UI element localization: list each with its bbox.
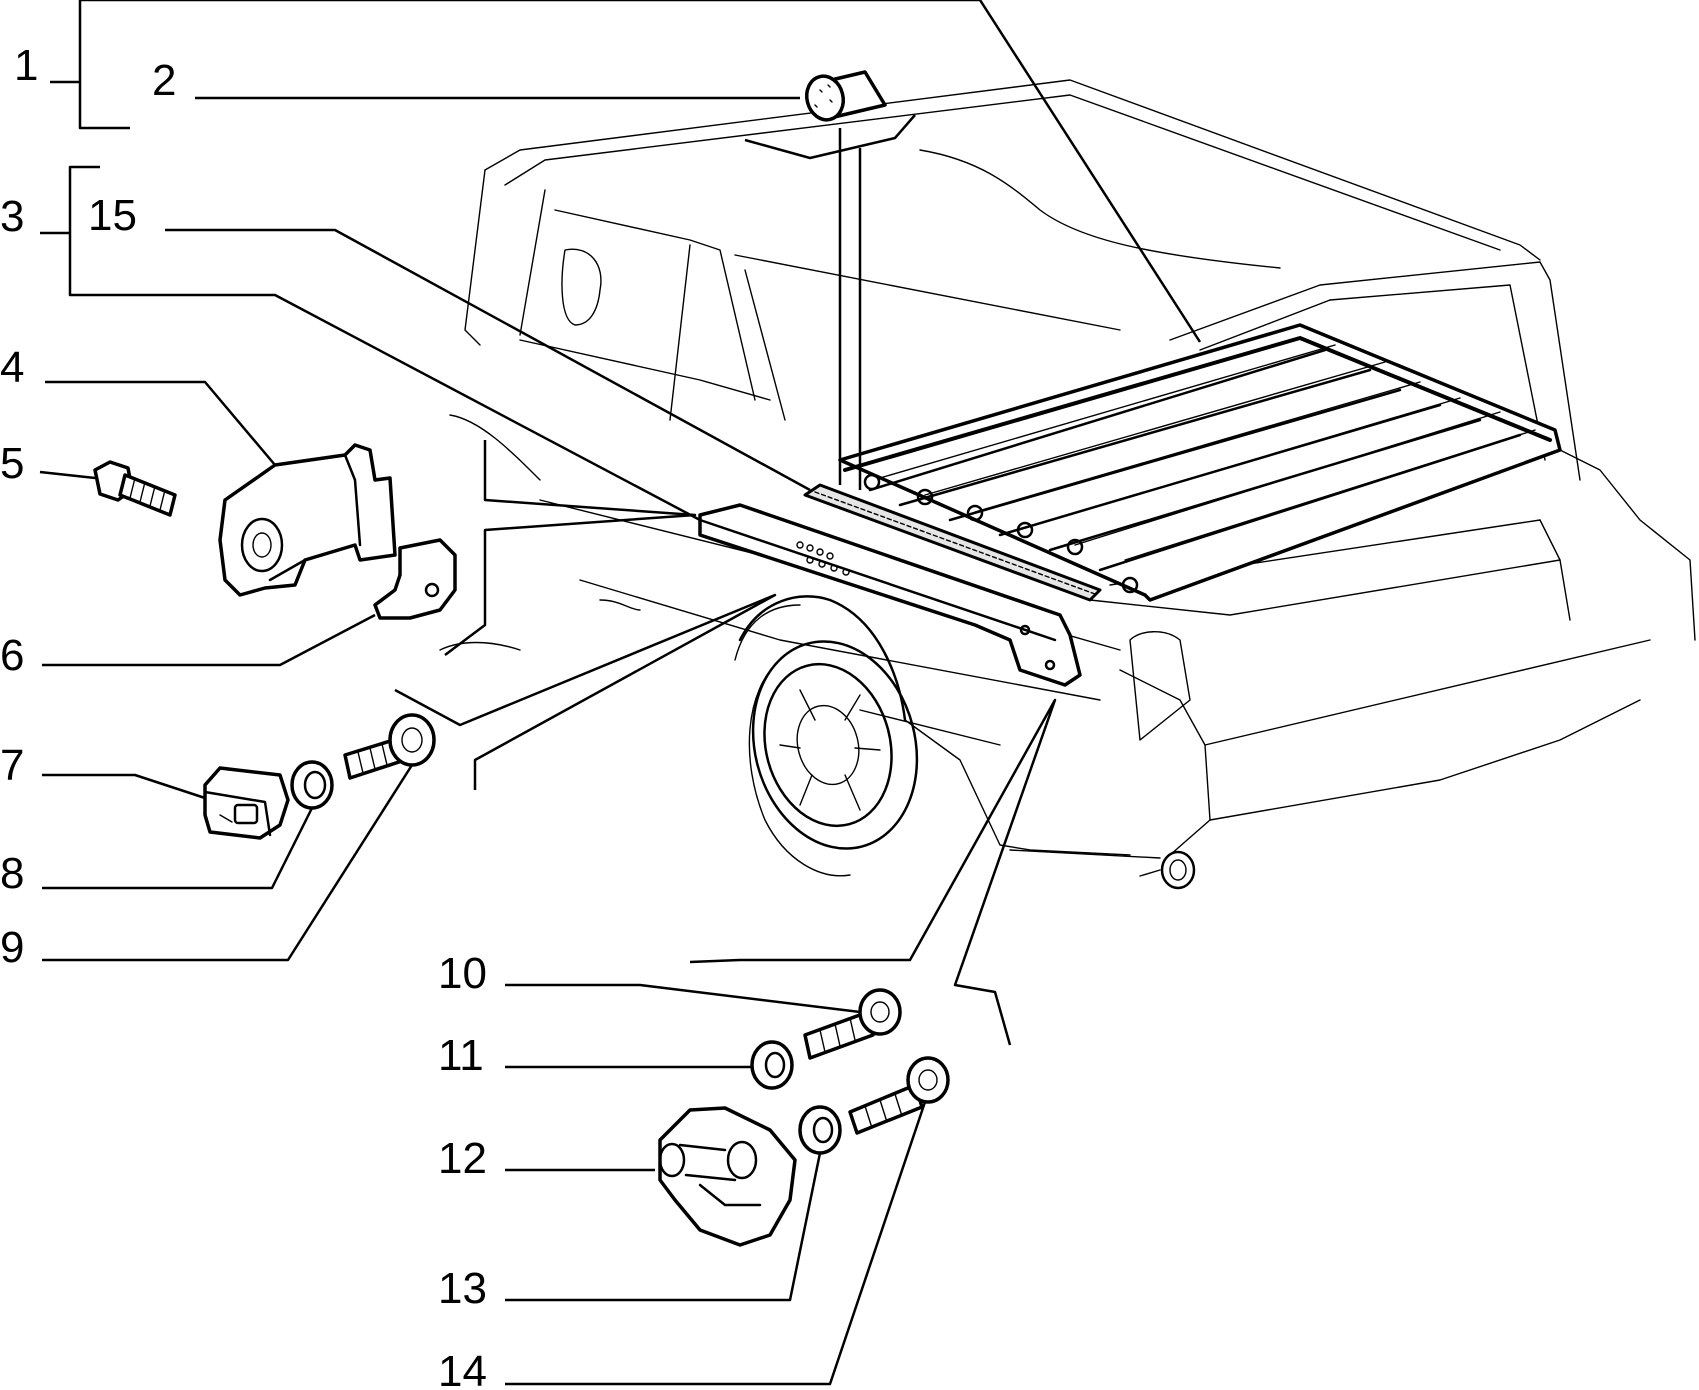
- callout-7: 7: [0, 741, 24, 790]
- shelf-support-bracket: [698, 503, 1082, 687]
- callout-8: 8: [0, 849, 24, 898]
- callout-1: 1: [14, 41, 38, 90]
- callout-labels: 1 2 3 15 4 5 6 7 8 9 10 11 12 13 14: [0, 41, 487, 1390]
- latch-block: [203, 766, 290, 840]
- callout-12: 12: [438, 1134, 487, 1183]
- callout-5: 5: [0, 439, 24, 488]
- striker-plate: [658, 1106, 797, 1247]
- luggage-cover-panel: [838, 323, 1562, 602]
- flat-washer-lower: [798, 1105, 842, 1155]
- callout-3: 3: [0, 192, 24, 241]
- callout-14: 14: [438, 1347, 487, 1390]
- callout-13: 13: [438, 1264, 487, 1313]
- callout-15: 15: [88, 191, 137, 240]
- callout-9: 9: [0, 923, 24, 972]
- callout-4: 4: [0, 343, 24, 392]
- callout-2: 2: [152, 56, 176, 105]
- car-body-outline: [439, 79, 1696, 890]
- hinge-bracket: [218, 443, 397, 597]
- hex-bolt: [93, 460, 177, 517]
- callout-6: 6: [0, 631, 24, 680]
- leader-lines: [39, 0, 1202, 1386]
- flange-bolt-lower: [848, 1056, 950, 1135]
- seal-strip: [803, 483, 1102, 602]
- flat-washer-left: [290, 760, 334, 810]
- rubber-buffer: [804, 70, 887, 122]
- flat-washer-upper: [750, 1040, 794, 1090]
- callout-10: 10: [438, 949, 487, 998]
- callout-11: 11: [438, 1031, 484, 1080]
- flange-bolt-upper: [803, 988, 902, 1060]
- flange-bolt-left: [343, 713, 436, 780]
- shim-plate: [373, 538, 457, 620]
